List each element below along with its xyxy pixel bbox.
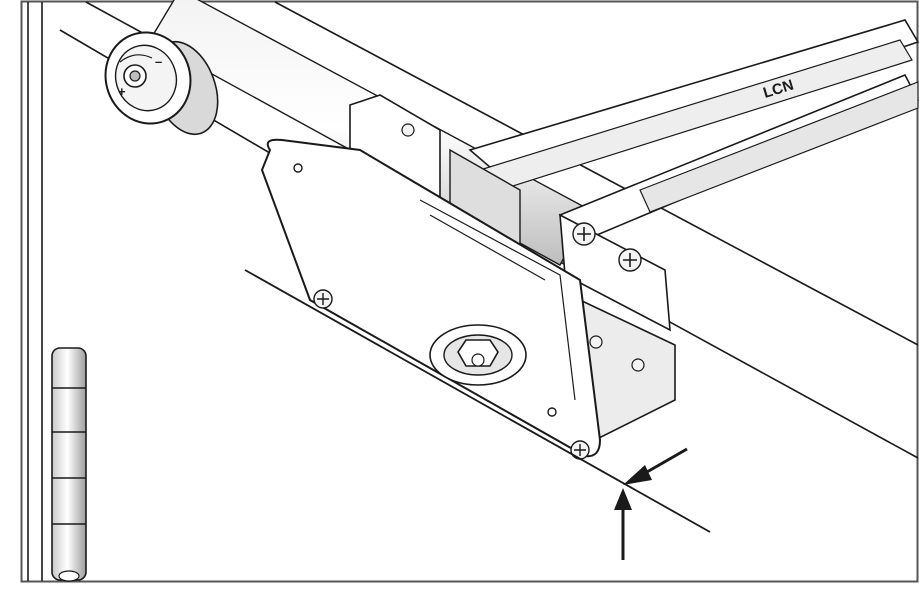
alignment-reference-line xyxy=(244,269,711,533)
plate-holes xyxy=(293,163,557,417)
screw-icon xyxy=(570,440,590,460)
pinion-boss xyxy=(429,324,527,386)
closer-arm: LCN xyxy=(468,19,919,241)
screw-icon xyxy=(631,358,645,372)
power-adjust-dial: + – xyxy=(118,54,162,99)
indicator-arrow-icon xyxy=(623,447,688,485)
screw-icon xyxy=(313,289,333,309)
power-plus-mark: + xyxy=(118,84,126,99)
screw-icon xyxy=(572,222,596,246)
screw-icon xyxy=(401,123,415,137)
indicator-arrow-icon xyxy=(614,488,632,560)
door-frame-edge xyxy=(27,2,43,581)
power-minus-mark: – xyxy=(155,54,162,69)
screw-icon xyxy=(618,248,642,272)
screw-icon xyxy=(589,335,603,349)
door-hinge xyxy=(51,347,87,582)
